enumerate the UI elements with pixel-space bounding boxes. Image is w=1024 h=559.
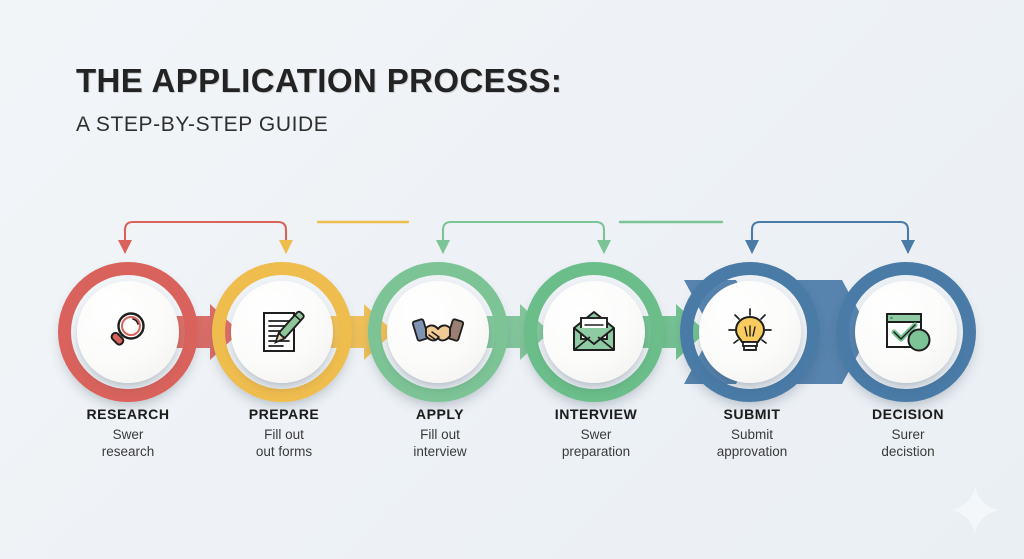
step-node-submit[interactable]	[680, 262, 820, 402]
step-desc-line2: research	[101, 444, 155, 459]
step-node-apply[interactable]	[368, 262, 508, 402]
step-desc-line1: Fill out	[420, 427, 460, 442]
step-desc-decision: Surer decistion	[818, 426, 998, 460]
step-disc-submit	[699, 281, 801, 383]
step-desc-line1: Swer	[580, 427, 612, 442]
step-node-decision[interactable]	[836, 262, 976, 402]
step-node-prepare[interactable]	[212, 262, 352, 402]
connector-apply-to-interview	[436, 220, 611, 254]
step-caption-research: RESEARCH Swer research	[38, 406, 218, 460]
step-disc-apply	[387, 281, 489, 383]
arrowhead-down-icon	[279, 240, 293, 254]
step-title-research: RESEARCH	[86, 406, 170, 422]
step-disc-interview	[543, 281, 645, 383]
document-pen-icon	[263, 310, 305, 352]
step-node-research[interactable]	[58, 262, 198, 402]
page-subtitle: A STEP-BY-STEP GUIDE	[76, 113, 329, 136]
page-header: THE APPLICATION PROCESS: A STEP-BY-STEP …	[76, 62, 562, 137]
handshake-icon	[411, 318, 465, 342]
step-disc-prepare	[231, 281, 333, 383]
step-desc-line2: approvation	[716, 444, 788, 459]
step-caption-interview: INTERVIEW Swer preparation	[506, 406, 686, 460]
step-desc-line1: Surer	[891, 427, 925, 442]
step-desc-apply: Fill out interview	[350, 426, 530, 460]
step-desc-line2: interview	[413, 444, 467, 459]
lightbulb-icon	[728, 308, 772, 351]
step-desc-line1: Swer	[112, 427, 144, 442]
step-desc-line2: preparation	[561, 444, 631, 459]
arrowhead-down-icon	[597, 240, 611, 254]
connector-research-to-prepare	[118, 220, 293, 254]
process-flow	[0, 258, 1024, 418]
step-title-decision: DECISION	[871, 406, 945, 422]
step-title-submit: SUBMIT	[723, 406, 781, 422]
step-desc-line1: Submit	[730, 427, 774, 442]
arrowhead-down-icon	[745, 240, 759, 254]
step-caption-prepare: PREPARE Fill out out forms	[194, 406, 374, 460]
step-desc-submit: Submit approvation	[662, 426, 842, 460]
step-desc-interview: Swer preparation	[506, 426, 686, 460]
connector-submit-to-decision	[745, 220, 915, 254]
step-desc-research: Swer research	[38, 426, 218, 460]
step-caption-apply: APPLY Fill out interview	[350, 406, 530, 460]
step-desc-line2: out forms	[255, 444, 313, 459]
step-caption-decision: DECISION Surer decistion	[818, 406, 998, 460]
arrowhead-down-icon	[436, 240, 450, 254]
arrowhead-down-icon	[901, 240, 915, 254]
step-caption-submit: SUBMIT Submit approvation	[662, 406, 842, 460]
step-disc-research	[77, 281, 179, 383]
arrowhead-down-icon	[118, 240, 132, 254]
checkmark-window-icon	[886, 313, 931, 352]
step-title-interview: INTERVIEW	[554, 406, 638, 422]
step-node-interview[interactable]	[524, 262, 664, 402]
step-title-prepare: PREPARE	[248, 406, 320, 422]
page-title: THE APPLICATION PROCESS:	[76, 62, 563, 99]
magnifier-icon	[110, 312, 145, 346]
step-desc-line2: decistion	[881, 444, 935, 459]
step-title-apply: APPLY	[415, 406, 465, 422]
envelope-icon	[573, 311, 615, 351]
step-desc-prepare: Fill out out forms	[194, 426, 374, 460]
step-disc-decision	[855, 281, 957, 383]
step-desc-line1: Fill out	[264, 427, 304, 442]
sparkle-icon	[951, 486, 999, 534]
